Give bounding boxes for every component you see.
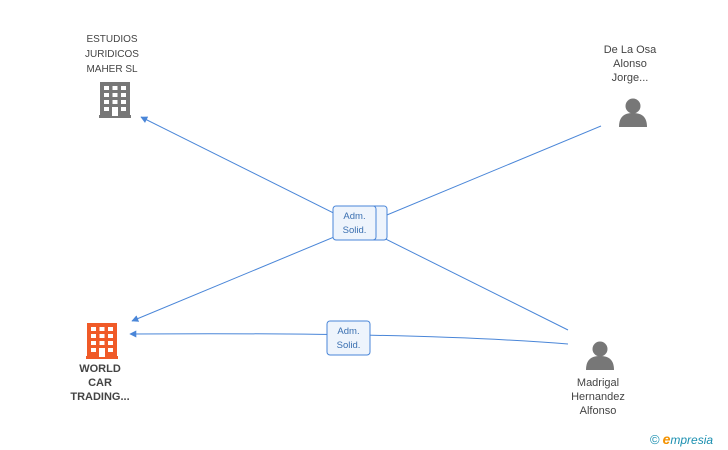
brand-logo: empresia [663,431,713,447]
label-line: ESTUDIOS [86,34,138,45]
edge-label-adm-solid-bottom[interactable]: Adm. Solid. [326,320,371,356]
label-line: TRADING... [70,391,130,403]
label-line: Madrigal [576,377,620,389]
edge-label-line-1: Adm. [343,211,365,222]
edge-label-line-1: Adm. [337,326,359,337]
label-line: MAHER SL [86,64,138,75]
edge-label-line-2: Solid. [337,340,361,351]
node-label-world-car[interactable]: WORLD CAR TRADING... [60,362,140,404]
node-label-estudios[interactable]: ESTUDIOS JURIDICOS MAHER SL [70,32,154,77]
edge-madrigal-to-world-car [129,330,569,345]
person-icon[interactable] [586,341,614,371]
building-icon-highlighted[interactable] [86,323,118,359]
label-line: Alfonso [579,405,617,417]
person-icon[interactable] [619,98,647,128]
edge-label-line-2: Solid. [343,225,367,236]
label-line: WORLD [79,363,121,375]
label-line: De La Osa [603,44,657,56]
edge-label-adm-solid-top[interactable]: Adm. Solid. [332,205,377,241]
brand-name: mpresia [670,433,714,447]
label-line: Hernandez [571,391,625,403]
label-line: CAR [88,377,112,389]
building-icon[interactable] [99,82,131,118]
node-label-madrigal[interactable]: Madrigal Hernandez Alfonso [558,376,638,418]
label-line: JURIDICOS [85,49,139,60]
node-label-de-la-osa[interactable]: De La Osa Alonso Jorge... [590,43,670,85]
copyright-icon: © [650,431,660,447]
label-line: Jorge... [611,72,649,84]
brand-initial: e [662,431,671,447]
label-line: Alonso [613,58,647,70]
brand-footer[interactable]: © empresia [650,431,713,447]
